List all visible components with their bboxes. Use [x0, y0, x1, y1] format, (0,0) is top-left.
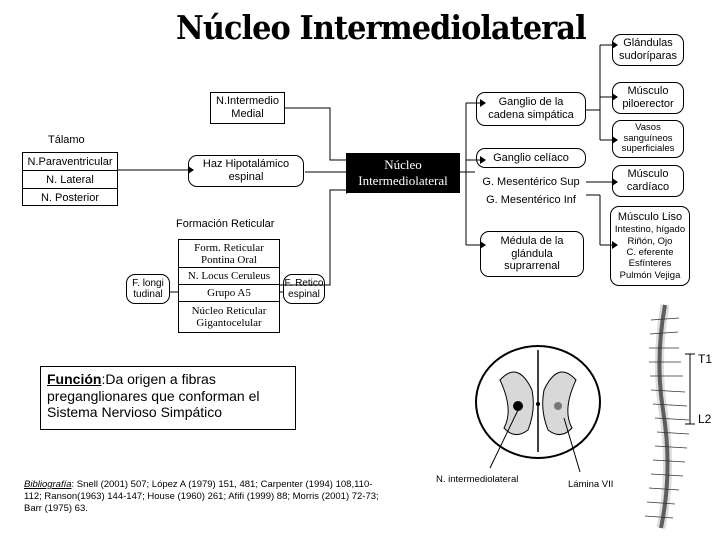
- musculo-liso-item: Riñón, Ojo: [627, 235, 673, 247]
- glandulas-line1: Glándulas: [623, 37, 673, 50]
- medula-line3: suprarrenal: [504, 260, 560, 273]
- ganglio-celiaco-box: Ganglio celíaco: [476, 148, 586, 168]
- talamo-item: N. Posterior: [40, 191, 100, 204]
- glandulas-box: Glándulas sudoríparas: [612, 34, 684, 66]
- bibliografia: Bibliografía: Snell (2001) 507; López A …: [24, 479, 384, 515]
- section-label-right: Lámina VII: [568, 479, 614, 490]
- reticulo-text: espinal: [288, 289, 320, 300]
- haz-line1: Haz Hipotalámico: [202, 158, 290, 171]
- talamo-label: Tálamo: [48, 134, 85, 146]
- fasciculo-text: tudinal: [133, 289, 163, 300]
- g-mesenterico-sup: G. Mesentérico Sup: [476, 174, 586, 190]
- talamo-stack: N.Paraventricular N. Lateral N. Posterio…: [22, 152, 118, 206]
- ganglio-cadena-line2: cadena simpática: [488, 109, 574, 121]
- spine-label-l2: L2: [698, 412, 712, 426]
- intermedio-medial-box: N.Intermedio Medial: [210, 92, 285, 124]
- musculo-liso-box: Músculo Liso Intestino, hígado Riñón, Oj…: [610, 206, 690, 286]
- reticular-item-a5: Grupo A5: [179, 285, 279, 302]
- ganglio-cadena-box: Ganglio de la cadena simpática: [476, 92, 586, 126]
- musculo-liso-item: C. eferente: [626, 246, 674, 258]
- reticular-text: Gigantocelular: [196, 317, 262, 329]
- vasos-line1: Vasos: [635, 121, 661, 133]
- g-mesenterico-inf: G. Mesentérico Inf: [476, 192, 586, 208]
- glandulas-line2: sudoríparas: [618, 50, 678, 62]
- musculo-liso-item: Intestino, hígado: [614, 224, 686, 236]
- spine-range-bracket: [685, 353, 695, 425]
- medula-line2: glándula: [511, 247, 553, 260]
- funcion-box: Función:Da origen a fibras preganglionar…: [40, 366, 296, 430]
- nucleus-marker: [513, 401, 523, 411]
- reticular-text: Form. Reticular: [194, 241, 264, 254]
- formacion-reticular-label: Formación Reticular: [176, 218, 275, 230]
- fasciculo-text: F. longi: [132, 277, 164, 289]
- bibliografia-text: : Snell (2001) 507; López A (1979) 151, …: [24, 479, 379, 514]
- section-label-left: N. intermediolateral: [436, 474, 519, 485]
- fasciculo-longitudinal-box: F. longi tudinal: [126, 274, 170, 304]
- funcion-label: Función: [47, 371, 102, 387]
- reticular-item-gigantocelular: Núcleo Reticular Gigantocelular: [179, 302, 279, 332]
- reticuloespinal-box: F. Retico espinal: [283, 274, 325, 304]
- spine-illustration: [644, 304, 690, 529]
- cardiaco-box: Músculo cardíaco: [612, 165, 684, 197]
- intermedio-medial-line1: N.Intermedio: [216, 95, 279, 108]
- nucleus-intermediolateral-box: Núcleo Intermediolateral: [346, 153, 460, 193]
- musculo-liso-item: Pulmón Vejiga: [619, 269, 681, 281]
- reticular-item-pontina: Form. Reticular Pontina Oral: [179, 240, 279, 268]
- haz-hipotalamico-box: Haz Hipotalámico espinal: [188, 155, 304, 187]
- cardiaco-line2: cardíaco: [626, 181, 670, 193]
- cardiaco-line1: Músculo: [627, 168, 669, 181]
- nucleus-line1: Núcleo: [384, 157, 422, 173]
- piloerector-line2: piloerector: [622, 98, 674, 110]
- page-title: Núcleo Intermediolateral: [176, 8, 587, 47]
- spinal-cord-section: [475, 345, 601, 473]
- reticular-text: Pontina Oral: [201, 253, 257, 266]
- reticulo-text: F. Retico: [284, 277, 324, 289]
- talamo-item: N. Lateral: [23, 171, 117, 189]
- nucleus-line2: Intermediolateral: [358, 173, 448, 188]
- medula-suprarrenal-box: Médula de la glándula suprarrenal: [480, 231, 584, 277]
- intermedio-medial-line2: Medial: [231, 108, 264, 120]
- vasos-box: Vasos sanguíneos superficiales: [612, 120, 684, 158]
- vasos-line3: superficiales: [621, 143, 675, 155]
- reticular-stack: Form. Reticular Pontina Oral N. Locus Ce…: [178, 239, 280, 333]
- reticular-item-locus: N. Locus Ceruleus: [179, 268, 279, 285]
- spine-label-t1: T1: [698, 352, 713, 366]
- medula-line1: Médula de la: [500, 235, 564, 248]
- piloerector-box: Músculo piloerector: [612, 82, 684, 114]
- haz-line2: espinal: [228, 171, 264, 183]
- ganglio-cadena-line1: Ganglio de la: [498, 96, 564, 109]
- vasos-line2: sanguíneos: [623, 132, 673, 144]
- reticular-text: Núcleo Reticular: [191, 305, 267, 317]
- bibliografia-label: Bibliografía: [24, 479, 72, 490]
- musculo-liso-item: Esfínteres: [628, 258, 672, 270]
- talamo-item: N.Paraventricular: [23, 153, 117, 171]
- musculo-liso-title: Músculo Liso: [617, 210, 683, 223]
- piloerector-line1: Músculo: [627, 85, 669, 98]
- funcion-text: :Da origen a fibras preganglionares que …: [47, 371, 260, 421]
